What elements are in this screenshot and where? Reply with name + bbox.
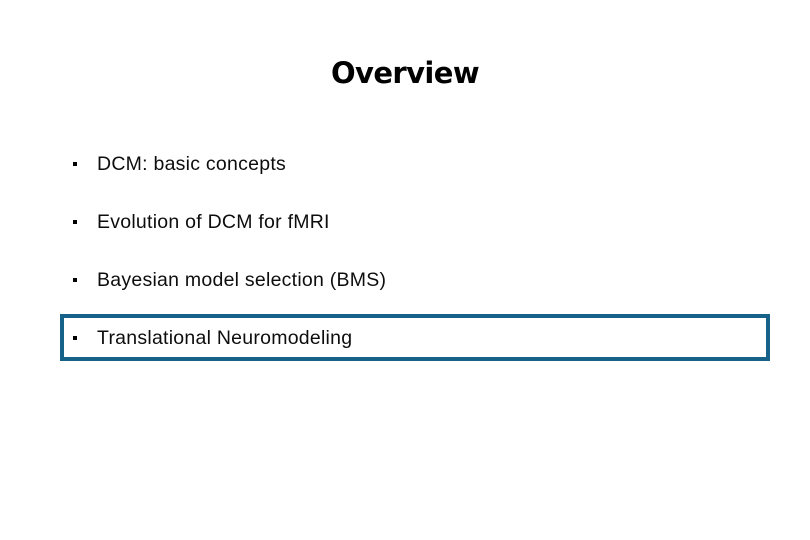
bullet-dot-icon xyxy=(73,219,77,224)
list-item-label: Translational Neuromodeling xyxy=(97,326,353,349)
list-item-label: Bayesian model selection (BMS) xyxy=(97,268,387,291)
page-title: Overview xyxy=(330,56,480,90)
list-item[interactable]: DCM: basic concepts xyxy=(60,140,770,187)
list-item[interactable]: Bayesian model selection (BMS) xyxy=(60,256,770,303)
list-item-highlighted[interactable]: Translational Neuromodeling xyxy=(60,314,770,361)
bullet-dot-icon xyxy=(73,161,77,166)
overview-bullet-list: DCM: basic concepts Evolution of DCM for… xyxy=(60,140,770,361)
list-item-label: DCM: basic concepts xyxy=(97,152,286,175)
list-item[interactable]: Evolution of DCM for fMRI xyxy=(60,198,770,245)
bullet-dot-icon xyxy=(73,277,77,282)
list-item-label: Evolution of DCM for fMRI xyxy=(97,210,330,233)
bullet-dot-icon xyxy=(73,335,77,340)
